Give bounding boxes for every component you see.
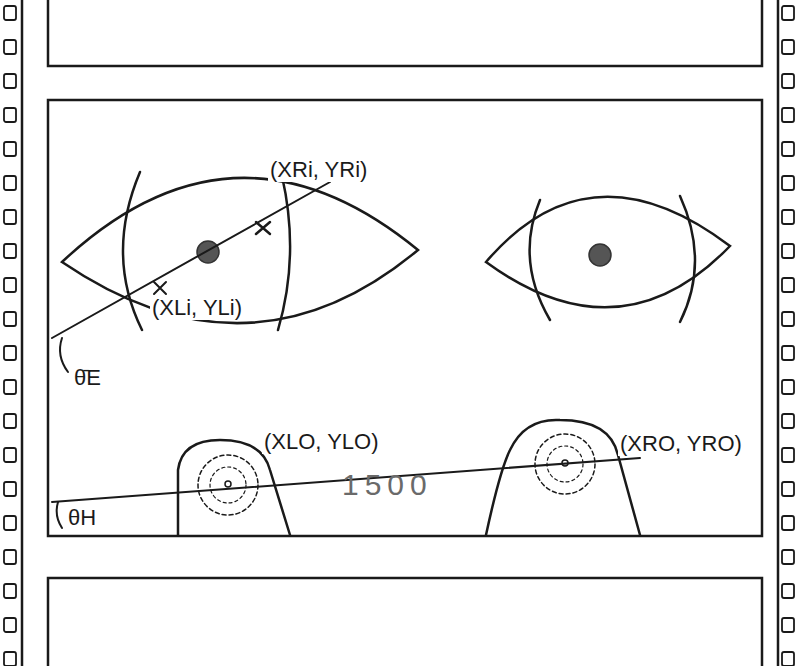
- sprocket-hole: [4, 550, 16, 564]
- iris-mark: [256, 222, 270, 234]
- sprocket-hole: [782, 346, 794, 360]
- right-fiducial-tab: [486, 420, 640, 535]
- sprocket-hole: [4, 380, 16, 394]
- sprocket-hole: [782, 482, 794, 496]
- sprocket-hole: [4, 516, 16, 530]
- film-edge: [777, 0, 780, 666]
- sprocket-hole: [782, 176, 794, 190]
- left-iris-edge: [278, 176, 290, 330]
- left-pupil: [197, 241, 219, 263]
- sprocket-hole: [4, 142, 16, 156]
- right-pupil: [589, 244, 611, 266]
- sprocket-hole: [782, 210, 794, 224]
- sprocket-hole: [4, 312, 16, 326]
- coordinate-label: (XLi, YLi): [150, 296, 244, 320]
- sprocket-hole: [782, 312, 794, 326]
- sprocket-hole: [4, 618, 16, 632]
- sprocket-hole: [782, 516, 794, 530]
- coordinate-label: (XRi, YRi): [268, 158, 369, 182]
- right-iris-edge: [530, 200, 550, 320]
- sprocket-hole: [4, 584, 16, 598]
- sprocket-hole: [782, 414, 794, 428]
- angle-arc: [57, 502, 62, 528]
- sprocket-hole: [4, 40, 16, 54]
- coordinate-label: (XRO, YRO): [618, 432, 744, 456]
- eye-axis-line: [52, 182, 330, 338]
- sprocket-hole: [4, 244, 16, 258]
- left-iris-edge: [123, 172, 142, 330]
- sprocket-hole: [782, 652, 794, 666]
- next-frame: [48, 578, 762, 666]
- sprocket-hole: [4, 6, 16, 20]
- sprocket-hole: [4, 346, 16, 360]
- sprocket-hole: [4, 210, 16, 224]
- sprocket-hole: [782, 278, 794, 292]
- film-edge: [21, 0, 24, 666]
- sprocket-holes: [4, 6, 794, 666]
- right-eye-lids: [486, 197, 730, 308]
- sprocket-hole: [782, 74, 794, 88]
- angle-arc: [60, 338, 68, 372]
- sprocket-hole: [4, 108, 16, 122]
- sprocket-hole: [782, 6, 794, 20]
- sprocket-hole: [782, 584, 794, 598]
- left-fiducial-ring: [210, 467, 246, 503]
- left-fiducial-center: [225, 481, 231, 487]
- sprocket-hole: [782, 550, 794, 564]
- sprocket-hole: [4, 652, 16, 666]
- sprocket-hole: [4, 176, 16, 190]
- sprocket-hole: [782, 142, 794, 156]
- sprocket-hole: [782, 244, 794, 258]
- previous-frame: [48, 0, 762, 66]
- sprocket-hole: [782, 618, 794, 632]
- sprocket-hole: [4, 448, 16, 462]
- coordinate-label: (XLO, YLO): [262, 430, 381, 454]
- frame-border: [48, 100, 762, 536]
- iris-mark: [154, 282, 166, 294]
- sprocket-hole: [782, 108, 794, 122]
- sprocket-hole: [4, 414, 16, 428]
- angle-label: θ̄E: [72, 366, 103, 390]
- sprocket-hole: [782, 380, 794, 394]
- sprocket-hole: [4, 74, 16, 88]
- sprocket-hole: [4, 278, 16, 292]
- angle-label: θH: [66, 506, 98, 530]
- sprocket-hole: [782, 448, 794, 462]
- frame-number: 1500: [340, 468, 435, 501]
- right-iris-edge: [680, 196, 695, 322]
- sprocket-hole: [4, 482, 16, 496]
- head-axis-line: [52, 458, 640, 502]
- left-fiducial-ring: [198, 455, 258, 515]
- sprocket-hole: [782, 40, 794, 54]
